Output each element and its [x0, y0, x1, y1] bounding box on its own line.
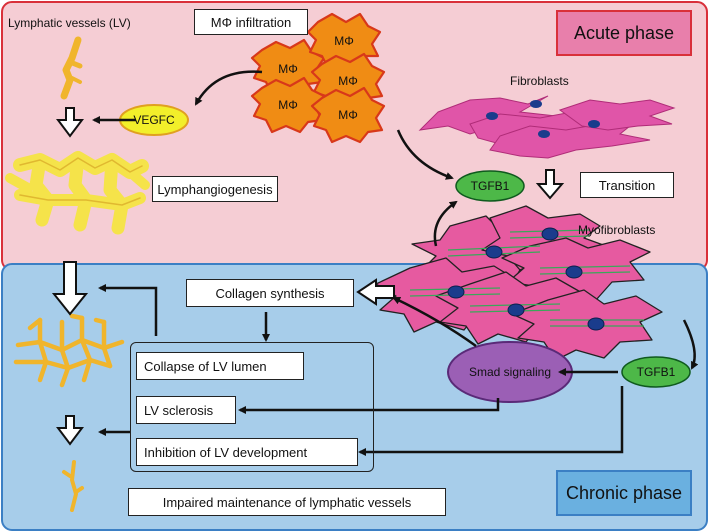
- acute-phase-label: Acute phase: [556, 10, 692, 56]
- transition-box: Transition: [580, 172, 674, 198]
- macrophage-cell-label: MΦ: [338, 108, 358, 122]
- macrophage-cell-label: MΦ: [338, 74, 358, 88]
- collapse-box: Collapse of LV lumen: [136, 352, 304, 380]
- tgfb1-acute-oval: [455, 170, 525, 202]
- lymphatic-vessels-label: Lymphatic vessels (LV): [8, 16, 131, 30]
- block-arrow-icon: [51, 107, 565, 446]
- macrophage-cell-label: MΦ: [334, 34, 354, 48]
- vegfc-label: VEGFC: [133, 113, 175, 127]
- fibroblasts-label: Fibroblasts: [510, 74, 569, 88]
- collagen-synthesis-box: Collagen synthesis: [186, 279, 354, 307]
- macrophage-cell: [250, 76, 326, 134]
- smad-label: Smad signaling: [468, 365, 552, 379]
- arrow-icon: [92, 70, 699, 456]
- macrophage-cell-label: MΦ: [278, 62, 298, 76]
- lymphatic-network-outline: [19, 157, 143, 206]
- myofibroblasts-label: Myofibroblasts: [578, 223, 656, 237]
- chronic-phase-label: Chronic phase: [556, 470, 692, 516]
- tgfb1-chronic-oval: [621, 356, 691, 388]
- lymphatic-network-collapsed: [13, 313, 125, 388]
- lymphatic-vessel-impaired: [62, 460, 84, 512]
- lymphatic-vessel-small: [60, 36, 83, 100]
- myofibroblast-nuclei: [447, 227, 605, 331]
- inhibition-box: Inhibition of LV development: [136, 438, 358, 466]
- lv-outcomes-group: [130, 342, 374, 472]
- macrophage-cluster: [250, 12, 386, 144]
- macrophage-cell: [310, 86, 386, 144]
- macrophage-infiltration-box: MΦ infiltration: [194, 9, 308, 35]
- lymphangiogenesis-box: Lymphangiogenesis: [152, 176, 278, 202]
- sclerosis-box: LV sclerosis: [136, 396, 236, 424]
- macrophage-cell-label: MΦ: [278, 98, 298, 112]
- impaired-maintenance-box: Impaired maintenance of lymphatic vessel…: [128, 488, 446, 516]
- tgfb1-chronic-label: TGFB1: [636, 365, 676, 379]
- tgfb1-acute-label: TGFB1: [470, 179, 510, 193]
- fibroblast-nuclei: [486, 100, 600, 138]
